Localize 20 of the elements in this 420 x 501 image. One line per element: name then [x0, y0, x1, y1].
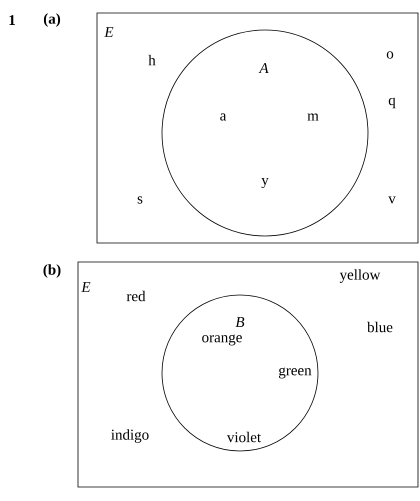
element-label: a — [220, 113, 226, 121]
element-label: s — [138, 196, 142, 204]
element-label: yellow — [340, 269, 380, 283]
set-label: A — [258, 63, 269, 73]
element-label: m — [307, 113, 319, 121]
element-label: q — [388, 98, 396, 108]
element-label: green — [278, 368, 312, 378]
element-label: blue — [367, 322, 392, 332]
element-label: v — [388, 196, 396, 204]
set-label: E — [81, 282, 90, 292]
question-number: 1 — [9, 15, 15, 25]
element-label: violet — [226, 432, 261, 442]
set-label: B — [236, 317, 244, 327]
question-number: (b) — [44, 264, 60, 278]
question-number: (a) — [44, 13, 60, 27]
element-label: red — [126, 290, 146, 302]
element-label: y — [261, 178, 269, 188]
element-label: o — [386, 51, 394, 59]
element-label: orange — [202, 334, 242, 346]
set-label: E — [104, 27, 114, 37]
